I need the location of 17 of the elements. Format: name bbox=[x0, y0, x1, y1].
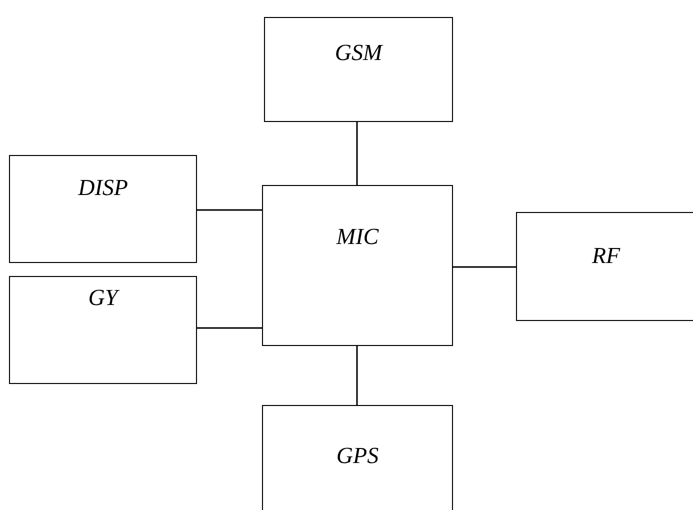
connector-line bbox=[356, 122, 358, 185]
block-label: GPS bbox=[335, 443, 380, 469]
block-box bbox=[262, 185, 453, 346]
block-box bbox=[262, 405, 453, 510]
block-label: MIC bbox=[335, 224, 380, 250]
block-box bbox=[264, 17, 453, 122]
connector-line bbox=[356, 346, 358, 405]
block-box bbox=[9, 155, 197, 263]
block-label: GY bbox=[87, 285, 121, 311]
block-label: RF bbox=[590, 243, 622, 269]
connector-line bbox=[197, 327, 262, 329]
block-label: GSM bbox=[334, 40, 384, 66]
connector-line bbox=[453, 266, 516, 268]
block-label: DISP bbox=[76, 175, 129, 201]
block-box bbox=[9, 276, 197, 384]
block-box bbox=[516, 212, 693, 321]
connector-line bbox=[197, 209, 262, 211]
